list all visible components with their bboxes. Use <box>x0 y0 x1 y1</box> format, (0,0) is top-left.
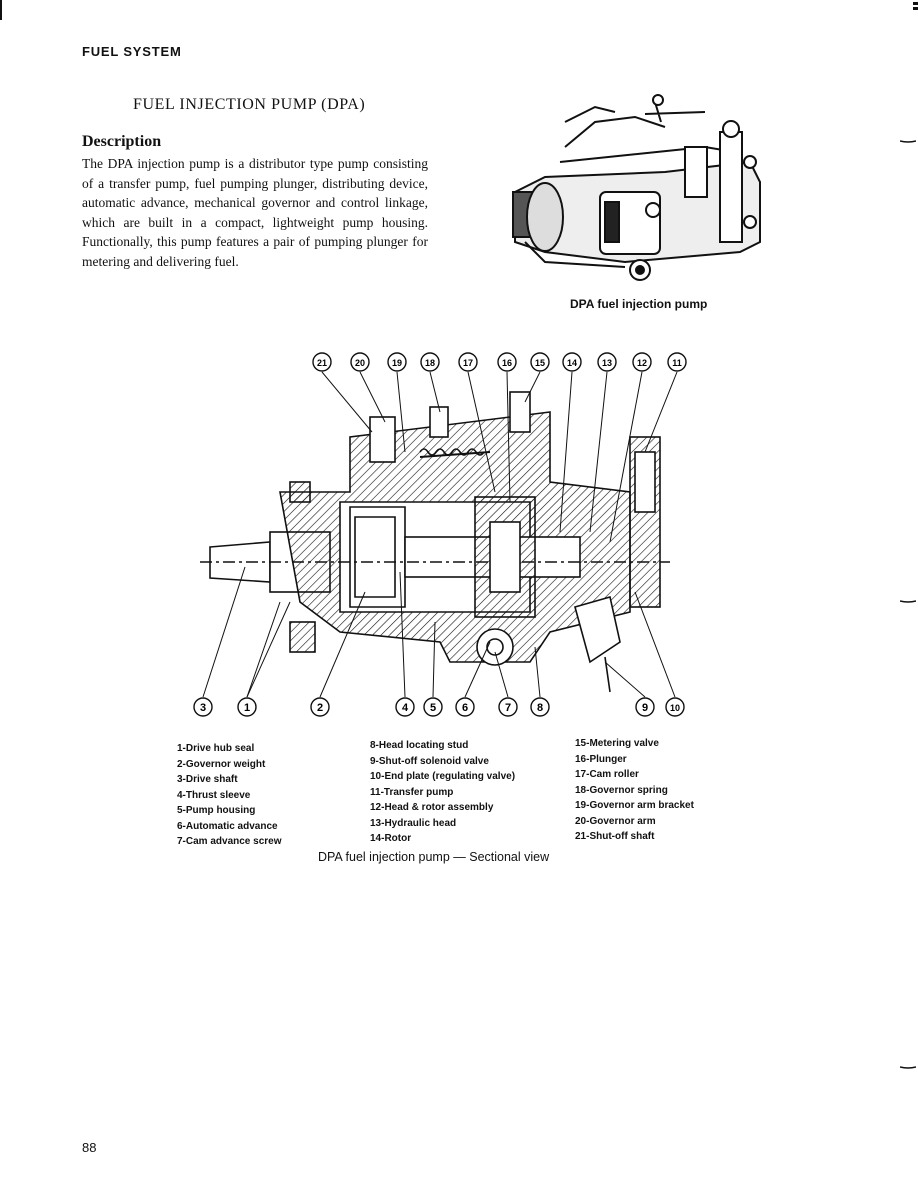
legend-column-2: 8-Head locating stud 9-Shut-off solenoid… <box>370 738 515 847</box>
legend-item: 2-Governor weight <box>177 758 266 770</box>
callout-number: 7 <box>505 702 511 714</box>
callout-number: 3 <box>200 702 206 714</box>
legend-column-1: 1-Drive hub seal 2-Governor weight 3-Dri… <box>177 741 282 850</box>
legend-item: 18-Governor spring <box>575 784 668 796</box>
callout-circle <box>635 697 655 717</box>
callout-circle <box>193 697 213 717</box>
callout-circle <box>530 352 550 372</box>
legend-item: 12-Head & rotor assembly <box>370 802 494 813</box>
callout-circle <box>423 697 443 717</box>
legend-item: 11-Transfer pump <box>370 786 454 798</box>
callout-circle <box>665 697 685 717</box>
margin-tick <box>900 600 916 603</box>
description-text: The DPA injection pump is a distributor … <box>82 156 428 269</box>
legend-item: 6-Automatic advance <box>177 820 278 832</box>
callout-circle <box>667 352 687 372</box>
callout-number: 2 <box>317 702 323 714</box>
legend-item: 13-Hydraulic head <box>370 817 457 829</box>
legend-item: 1-Drive hub seal <box>177 743 255 754</box>
callout-number: 1 <box>244 702 250 714</box>
callout-number: 18 <box>425 358 435 368</box>
legend-item: 20-Governor arm <box>575 815 656 827</box>
callout-circle <box>497 352 517 372</box>
callouts-top: 21 20 19 18 17 16 15 14 13 12 11 <box>312 352 687 372</box>
legend-item: 4-Thrust sleeve <box>177 789 251 801</box>
callout-circle <box>530 697 550 717</box>
callout-number: 19 <box>392 358 402 368</box>
callout-circle <box>237 697 257 717</box>
legend-item: 9-Shut-off solenoid valve <box>370 755 489 767</box>
callout-circle <box>387 352 407 372</box>
callout-number: 4 <box>402 702 409 714</box>
legend-item: 10-End plate (regulating valve) <box>370 771 516 782</box>
callout-circle <box>312 352 332 372</box>
callouts-bottom: 3 1 2 4 5 6 7 8 9 10 <box>193 697 685 717</box>
callout-circle <box>420 352 440 372</box>
sectional-view-caption: DPA fuel injection pump — Sectional view <box>318 850 550 864</box>
callout-number: 17 <box>463 358 473 368</box>
legend-column-3: 15-Metering valve 16-Plunger 17-Cam roll… <box>575 736 694 845</box>
callout-number: 5 <box>430 702 436 714</box>
pump-photo-illustration <box>512 94 761 281</box>
callout-circle <box>350 352 370 372</box>
legend-item: 8-Head locating stud <box>370 740 469 751</box>
callout-circle <box>562 352 582 372</box>
margin-tick <box>900 140 916 143</box>
legend-item: 7-Cam advance screw <box>177 836 282 847</box>
callout-circle <box>597 352 617 372</box>
callout-circle <box>395 697 415 717</box>
legend-item: 5-Pump housing <box>177 805 256 816</box>
legend-item: 17-Cam roller <box>575 769 639 780</box>
callout-number: 10 <box>670 703 680 713</box>
legend-item: 14-Rotor <box>370 833 412 844</box>
description-heading: Description <box>82 133 162 150</box>
legend-item: 3-Drive shaft <box>177 774 238 785</box>
callout-number: 21 <box>317 358 327 368</box>
callout-number: 14 <box>567 358 577 368</box>
callout-circle <box>498 697 518 717</box>
callout-number: 9 <box>642 702 648 714</box>
callout-circle <box>458 352 478 372</box>
callout-number: 13 <box>602 358 612 368</box>
callout-number: 12 <box>637 358 647 368</box>
page-number: 88 <box>82 1140 97 1155</box>
legend-item: 21-Shut-off shaft <box>575 831 655 842</box>
photo-caption: DPA fuel injection pump <box>570 297 708 311</box>
margin-tick <box>900 1066 916 1069</box>
left-margin-mark <box>0 0 2 20</box>
callout-number: 20 <box>355 358 365 368</box>
legend-item: 16-Plunger <box>575 753 627 765</box>
section-header: FUEL SYSTEM <box>82 44 182 59</box>
callout-number: 16 <box>502 358 512 368</box>
callout-circle <box>632 352 652 372</box>
callout-circle <box>455 697 475 717</box>
callout-number: 15 <box>535 358 545 368</box>
legend-item: 15-Metering valve <box>575 738 659 749</box>
callout-circle <box>310 697 330 717</box>
callout-number: 8 <box>537 702 543 714</box>
callout-number: 6 <box>462 702 468 714</box>
right-margin-mark <box>913 2 918 12</box>
page-title: FUEL INJECTION PUMP (DPA) <box>133 96 366 113</box>
callout-number: 11 <box>672 358 682 368</box>
legend-item: 19-Governor arm bracket <box>575 800 694 811</box>
